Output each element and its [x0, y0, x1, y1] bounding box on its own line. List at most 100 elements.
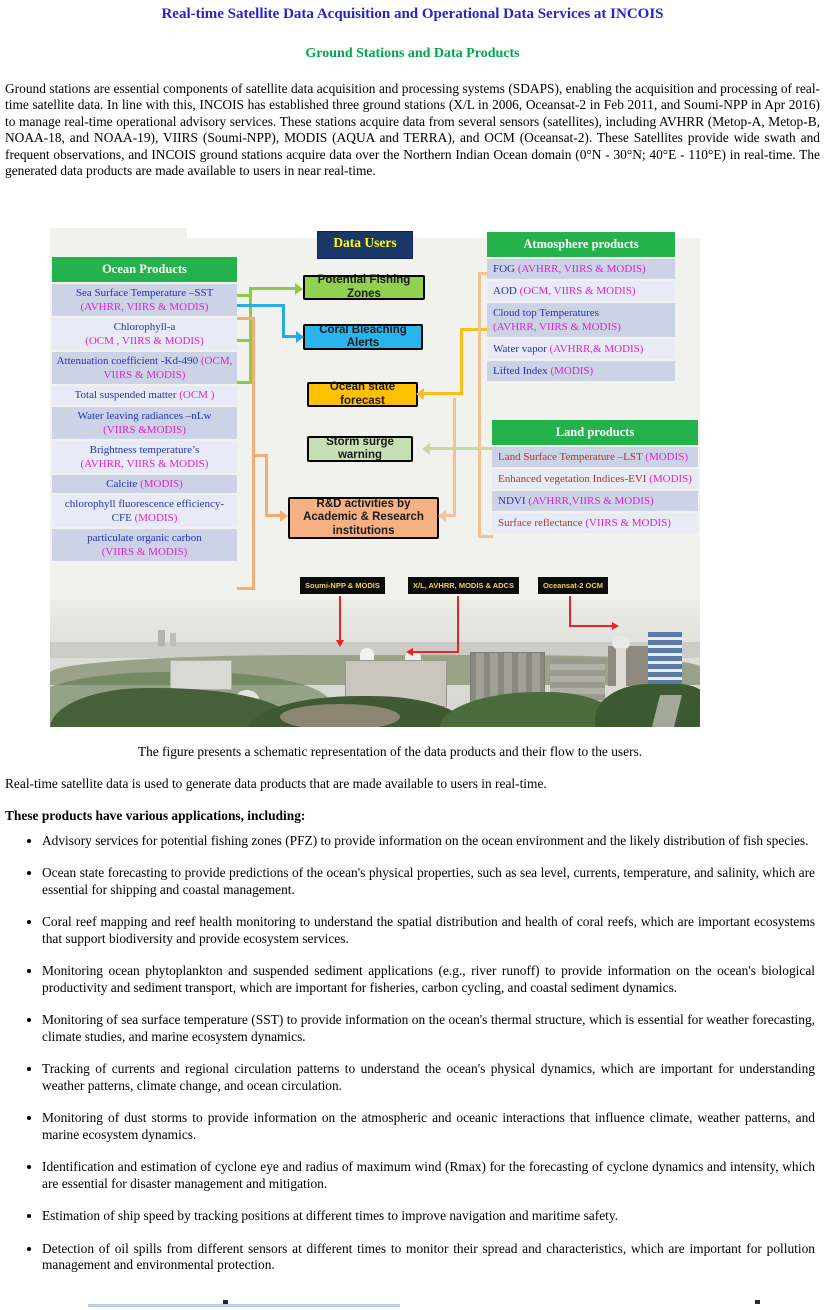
- coral-bleaching-alerts-box: Coral Bleaching Alerts: [303, 324, 423, 350]
- connector-blue-from-sst: [237, 304, 285, 307]
- connector-orange-branch-v: [265, 454, 268, 517]
- land-products-panel: Land products Land Surface Temperature –…: [492, 420, 698, 534]
- connector-green-stub-chl: [237, 339, 251, 342]
- atmosphere-product-row: Lifted Index (MODIS): [487, 361, 675, 382]
- connector-blue-vertical: [282, 304, 285, 338]
- connector-lightgreen-to-storm: [430, 447, 492, 450]
- station-label-oceansat2: Oceansat-2 OCM: [538, 577, 609, 594]
- connector-orange-vertical: [252, 317, 255, 590]
- campus-photo: [50, 600, 700, 727]
- storm-surge-warning-box: Storm surge warning: [307, 436, 413, 462]
- list-item: Ocean state forecasting to provide predi…: [42, 865, 815, 899]
- ocean-product-row: chlorophyll fluorescence efficiency-CFE …: [52, 494, 237, 528]
- list-item: Monitoring of sea surface temperature (S…: [42, 1012, 815, 1046]
- connector-peach-vertical-long: [478, 272, 481, 538]
- connector-peach-stub-fog: [478, 272, 488, 275]
- list-item: Coral reef mapping and reef health monit…: [42, 914, 815, 948]
- photo-distant-tower: [170, 633, 176, 646]
- list-item: Monitoring of dust storms to provide inf…: [42, 1110, 815, 1144]
- land-product-row: Enhanced vegetation Indices-EVI (MODIS): [492, 469, 698, 490]
- connector-peach-stub-reflectance: [478, 535, 493, 538]
- ocean-product-row: Sea Surface Temperature –SST (AVHRR, VII…: [52, 284, 237, 317]
- list-item: Advisory services for potential fishing …: [42, 833, 815, 850]
- connector-green-bracket: [249, 287, 252, 384]
- atmosphere-product-row: FOG (AVHRR, VIIRS & MODIS): [487, 259, 675, 280]
- photo-left-building: [170, 660, 232, 690]
- red-pointer-oceansat-vline: [569, 596, 571, 626]
- photo-clearing: [280, 704, 400, 727]
- arrow-lightgreen-left-icon: [422, 442, 430, 455]
- arrow-green-right-icon: [295, 282, 303, 295]
- land-products-header: Land products: [492, 420, 698, 445]
- connector-amber-stub: [460, 328, 487, 331]
- applications-list: Advisory services for potential fishing …: [5, 833, 817, 1290]
- arrow-amber-left-icon: [416, 387, 424, 400]
- ocean-products-header: Ocean Products: [52, 257, 237, 282]
- arrow-peach-left-icon: [438, 509, 446, 522]
- list-item: Detection of oil spills from different s…: [42, 1241, 815, 1275]
- red-arrow-left-icon: [406, 648, 413, 656]
- ocean-product-row: Attenuation coefficient -Kd-490 (OCM, VI…: [52, 352, 237, 385]
- ocean-state-forecast-box: Ocean state forecast: [307, 381, 418, 407]
- connector-amber-to-forecast: [424, 392, 463, 395]
- list-item: Estimation of ship speed by tracking pos…: [42, 1208, 815, 1225]
- connector-green-to-pfz: [249, 287, 295, 290]
- ocean-products-panel: Ocean Products Sea Surface Temperature –…: [52, 257, 237, 562]
- ocean-product-row: Calcite (MODIS): [52, 474, 237, 493]
- applications-heading: These products have various applications…: [5, 808, 306, 823]
- red-pointer-oceansat-hline: [569, 625, 612, 627]
- page-title: Real-time Satellite Data Acquisition and…: [161, 6, 664, 22]
- list-item: Identification and estimation of cyclone…: [42, 1159, 815, 1193]
- data-flow-figure: Ocean Products Sea Surface Temperature –…: [50, 228, 700, 727]
- list-item: Monitoring ocean phytoplankton and suspe…: [42, 963, 815, 997]
- ocean-product-row: Total suspended matter (OCM ): [52, 386, 237, 405]
- station-label-soumi-npp: Soumi-NPP & MODIS: [300, 577, 385, 594]
- photo-dome-turret: [360, 648, 374, 662]
- connector-peach-to-rnd: [446, 514, 456, 517]
- clipped-next-line-bar: [88, 1304, 400, 1307]
- ocean-product-row: Water leaving radiances –nLw(VIIRS &MODI…: [52, 406, 237, 439]
- red-pointer-xl-hline: [413, 651, 459, 653]
- arrow-blue-right-icon: [296, 330, 304, 343]
- photo-dish-antenna: [612, 636, 630, 650]
- connector-amber-vertical: [460, 328, 463, 395]
- connector-orange-branch-h: [252, 454, 268, 457]
- connector-blue-to-coral: [282, 335, 297, 338]
- photo-distant-tower: [158, 630, 165, 646]
- page-subtitle: Ground Stations and Data Products: [305, 46, 520, 61]
- land-product-row: NDVI (AVHRR,VIIRS & MODIS): [492, 491, 698, 512]
- connector-orange-stub-poc: [237, 587, 255, 590]
- connector-orange-to-rnd: [265, 514, 281, 517]
- red-pointer-xl-vline: [457, 596, 459, 652]
- ocean-product-row: Brightness temperature’s(AVHRR, VIIRS & …: [52, 440, 237, 473]
- clipped-next-line-mark: [755, 1300, 760, 1304]
- clipped-next-line-mark: [223, 1300, 228, 1304]
- land-product-row: Land Surface Temperature –LST (MODIS): [492, 447, 698, 468]
- ocean-product-row: particulate organic carbon(VIIRS & MODIS…: [52, 529, 237, 562]
- list-item: Tracking of currents and regional circul…: [42, 1061, 815, 1095]
- connector-peach-vertical-rnd: [453, 398, 456, 517]
- intro-paragraph: Ground stations are essential components…: [5, 81, 820, 179]
- connector-orange-stub-sst: [237, 317, 255, 320]
- red-pointer-soumi-line: [339, 596, 341, 640]
- figure-caption: The figure presents a schematic represen…: [137, 744, 643, 759]
- photo-blue-building: [648, 632, 682, 687]
- potential-fishing-zones-box: Potential Fishing Zones: [303, 274, 425, 300]
- rnd-activities-box: R&D activities by Academic & Research in…: [288, 497, 439, 539]
- photo-dish-tower: [616, 648, 626, 693]
- connector-green-stub-kd: [237, 381, 251, 384]
- red-arrow-right-icon: [612, 622, 619, 630]
- data-users-title: Data Users: [317, 231, 413, 259]
- land-product-row: Surface reflectance (VIIRS & MODIS): [492, 513, 698, 534]
- atmosphere-product-row: AOD (OCM, VIIRS & MODIS): [487, 281, 675, 302]
- atmosphere-product-row: Water vapor (AVHRR,& MODIS): [487, 339, 675, 360]
- station-label-xl: X/L, AVHRR, MODIS & ADCS: [408, 577, 519, 594]
- ocean-product-row: Chlorophyll-a(OCM , VIIRS & MODIS): [52, 318, 237, 351]
- atmosphere-product-row: Cloud top Temperatures(AVHRR, VIIRS & MO…: [487, 303, 675, 338]
- after-figure-text: Real-time satellite data is used to gene…: [5, 776, 547, 791]
- arrow-orange-right-icon: [280, 509, 288, 522]
- connector-green-stub-sst: [237, 294, 251, 297]
- atmosphere-products-panel: Atmosphere products FOG (AVHRR, VIIRS & …: [487, 232, 675, 382]
- figure-top-band: [187, 228, 700, 238]
